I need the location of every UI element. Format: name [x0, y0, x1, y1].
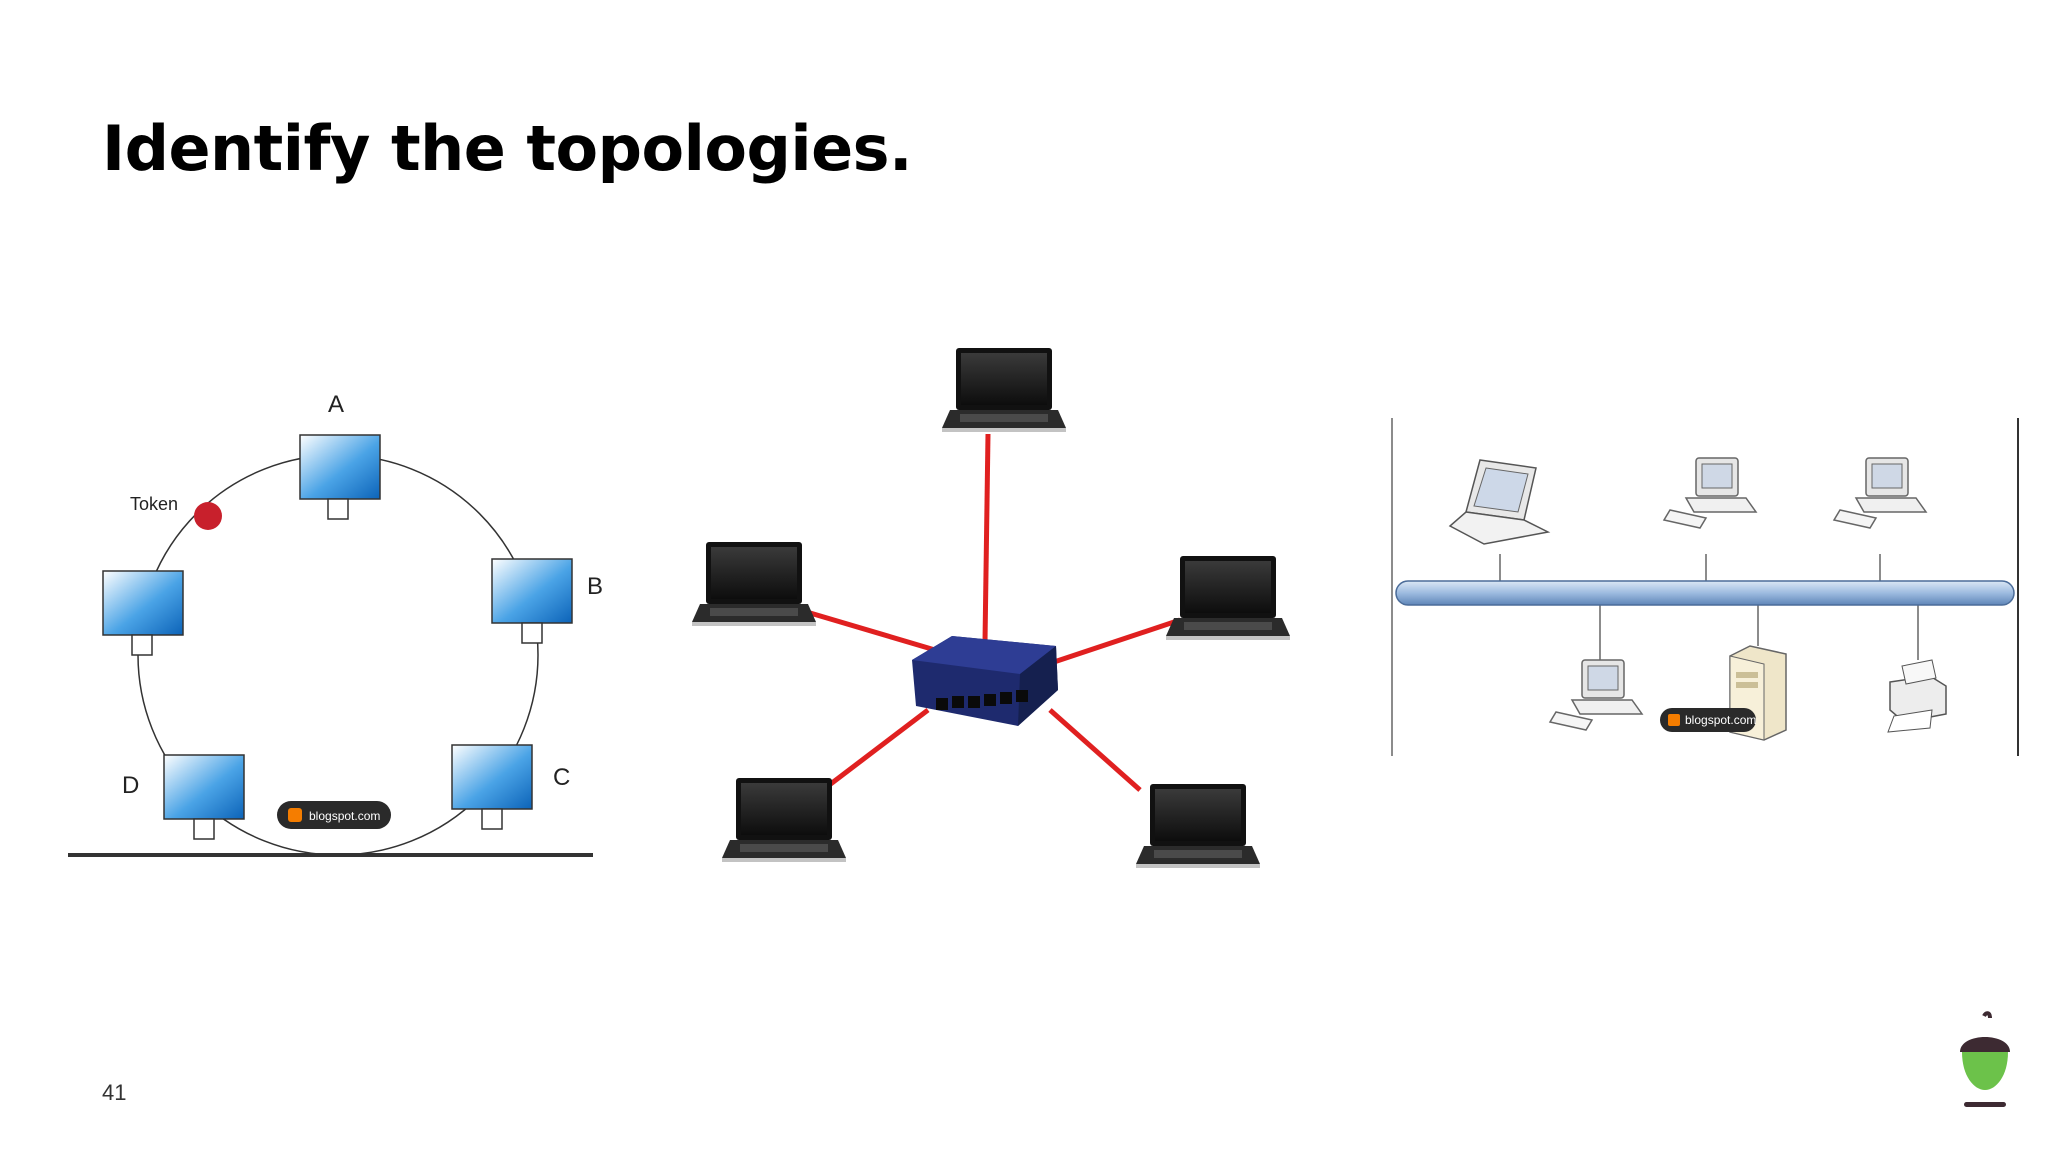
node-label-b: B — [587, 573, 603, 600]
slide-title: Identify the topologies. — [102, 112, 913, 185]
laptop-bottom-left — [722, 778, 846, 862]
node-label-a: A — [328, 391, 344, 418]
ring-node-a: A — [299, 391, 381, 520]
ring-topology-diagram: A B C D E Token — [52, 375, 605, 875]
network-switch-icon — [912, 636, 1058, 726]
ring-watermark-text: blogspot.com — [309, 809, 380, 823]
laptop-left — [692, 542, 816, 626]
page-number: 41 — [102, 1080, 127, 1105]
token-label: Token — [130, 494, 178, 514]
bus-laptop-icon — [1448, 459, 1551, 545]
bus-watermark: blogspot.com — [1660, 708, 1756, 732]
laptop-right — [1166, 556, 1290, 640]
laptop-bottom-right — [1136, 784, 1260, 868]
bus-desktop-top-2 — [1833, 457, 1927, 529]
star-topology-svg — [692, 348, 1290, 868]
blogger-icon — [288, 808, 302, 822]
ring-node-e: E — [52, 555, 184, 656]
bus-desktop-bottom — [1549, 659, 1643, 731]
acorn-logo-icon — [1960, 1011, 2010, 1107]
bus-topology-diagram: blogspot.com — [1390, 410, 2030, 760]
bus-watermark-text: blogspot.com — [1685, 713, 1756, 727]
blogger-icon — [1668, 714, 1680, 726]
ring-topology-svg: A B C D E Token — [52, 391, 605, 857]
bus-cable — [1395, 580, 2015, 606]
bus-printer-icon — [1887, 659, 1947, 733]
token-icon — [194, 502, 222, 530]
laptop-top — [942, 348, 1066, 432]
bus-topology-svg: blogspot.com — [1391, 418, 2019, 756]
ring-node-c: C — [451, 744, 570, 830]
node-label-d: D — [122, 772, 139, 799]
ring-node-b: B — [491, 558, 605, 644]
bus-desktop-top-1 — [1663, 457, 1757, 529]
ring-watermark: blogspot.com — [277, 801, 391, 829]
bus-drops — [1499, 554, 1919, 666]
star-topology-diagram — [680, 330, 1300, 890]
ring-node-d: D — [122, 754, 245, 840]
node-label-c: C — [553, 764, 570, 791]
star-links — [799, 433, 1181, 792]
